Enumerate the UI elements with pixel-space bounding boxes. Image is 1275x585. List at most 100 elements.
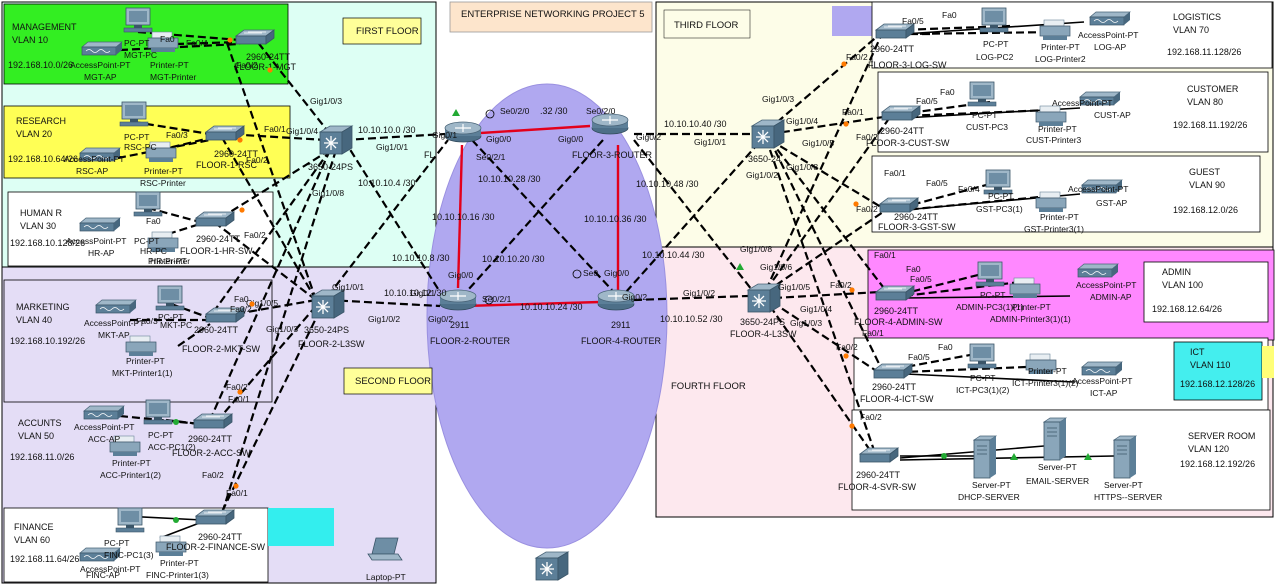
link-dot (173, 419, 179, 425)
floor-3-router-icon[interactable] (591, 113, 629, 135)
access-link (217, 305, 317, 421)
cust-pc-icon[interactable] (967, 81, 997, 107)
port-label: Fa0 (234, 294, 249, 304)
port-label: Fa0/3 (136, 316, 158, 326)
port-label: Gig1/0/8 (786, 162, 818, 172)
port-label: Fa0/1 (264, 124, 286, 134)
vlan-id: VLAN 90 (1189, 180, 1225, 190)
floor-1-hr-switch-icon[interactable] (195, 211, 235, 227)
port-label: Gig0/2 (636, 132, 661, 142)
port-label: Fa0/2 (230, 304, 252, 314)
l3-model-label: 3650-24PS (304, 325, 349, 335)
third-floor-tag (663, 9, 751, 39)
port-label: Gig1/0/2 (683, 288, 715, 298)
floor-3-cust-switch-icon[interactable] (881, 105, 921, 121)
clock-icon (572, 269, 582, 279)
floor-4-l3-switch-icon[interactable] (747, 283, 781, 313)
vlan-subnet: 192.168.10.64/26 (8, 154, 78, 164)
vlan-subnet: 192.168.11.128/26 (1167, 47, 1241, 57)
email-server-icon[interactable] (1043, 417, 1067, 461)
wan-subnet-label: 10.10.10.8 /30 (392, 253, 450, 263)
port-label: Fa0/5 (902, 16, 924, 26)
access-link (225, 132, 327, 142)
floor-2-acc-switch-icon[interactable] (193, 413, 233, 429)
floor-3-log-switch-icon[interactable] (875, 23, 915, 39)
device-link (899, 445, 1045, 459)
access-link (765, 209, 887, 293)
dhcp-server-icon[interactable] (973, 435, 997, 479)
port-label: Fa0 (906, 264, 921, 274)
device-name-label: ADMIN-AP (1090, 292, 1132, 302)
mkt-pc-icon[interactable] (155, 285, 185, 311)
device-link (901, 270, 991, 296)
link-dot (853, 201, 859, 207)
floor-4-svr-switch-icon[interactable] (859, 447, 899, 463)
wan-subnet-label: 10.10.10.16 /30 (432, 212, 495, 222)
l3-name-label: FLOOR-4-L3SW (730, 329, 797, 339)
link-dot (237, 389, 243, 395)
vlan-id: VLAN 100 (1162, 280, 1203, 290)
hr-pc-icon[interactable] (133, 191, 163, 217)
link-dot (233, 483, 239, 489)
device-type-label: PC-PT (988, 191, 1014, 201)
device-name-label: MKT-Printer1(1) (112, 368, 173, 378)
vlan-name: RESEARCH (16, 116, 66, 126)
port-label: Fa0/1 (226, 488, 248, 498)
switch-name-label: FLOOR-2-ACC-SW (172, 448, 251, 458)
mgt-pc-icon[interactable] (123, 7, 153, 33)
vlan-subnet: 192.168.12.0/26 (1173, 205, 1238, 215)
port-label: Fa0/2 (244, 230, 266, 240)
port-label: Gig1/0/1 (332, 282, 364, 292)
mgt-ap-icon[interactable] (81, 41, 123, 56)
port-label: Fa0/1 (874, 250, 896, 260)
port-label: Fa0/1 (862, 328, 884, 338)
device-type-label: PC-PT (124, 38, 150, 48)
device-name-label: HTTPS--SERVER (1094, 492, 1162, 502)
vlan-subnet: 192.168.11.64/26 (10, 554, 79, 564)
rsc-pc-icon[interactable] (119, 101, 149, 127)
admin-pc-icon[interactable] (975, 261, 1005, 287)
router-model-label: 2911 (611, 320, 630, 330)
floor-2-l3-switch-icon[interactable] (311, 289, 345, 319)
clock-icon (484, 295, 494, 305)
spare-l3-switch-icon[interactable] (535, 551, 569, 581)
access-link (213, 221, 317, 301)
vlan-id: VLAN 120 (1188, 444, 1229, 454)
floor-1-rsc-switch-icon[interactable] (205, 125, 245, 141)
finc-pc-icon[interactable] (115, 507, 145, 533)
core-area (426, 83, 668, 549)
acc-ap-icon[interactable] (83, 405, 125, 420)
floor-4-admin-switch-icon[interactable] (875, 285, 915, 301)
switch-model-label: 2960-24TT (246, 52, 291, 62)
port-label: Gig1/0/2 (746, 170, 778, 180)
device-type-label: AccessPoint-PT (70, 60, 130, 70)
floor-1-mgt-switch-icon[interactable] (235, 29, 275, 45)
port-label: Gig1/0/8 (740, 244, 772, 254)
ict-pc-icon[interactable] (967, 343, 997, 369)
switch-model-label: 2960-24TT (198, 532, 243, 542)
log-ap-icon[interactable] (1089, 11, 1131, 26)
floor-1-l3-switch-icon[interactable] (319, 125, 353, 155)
link-triangle (736, 263, 744, 270)
vlan-name: MARKETING (16, 302, 70, 312)
device-link (903, 295, 1071, 299)
purple-tag (832, 6, 872, 36)
https-server-icon[interactable] (1113, 435, 1137, 479)
vlan-name: HUMAN R (20, 208, 62, 218)
log-pc-icon[interactable] (979, 7, 1009, 33)
floor-3-gst-switch-icon[interactable] (879, 197, 919, 213)
floor-2-finance-switch-icon[interactable] (195, 509, 235, 525)
device-link (167, 222, 201, 236)
access-link (769, 139, 887, 211)
admin-ap-icon[interactable] (1077, 263, 1119, 278)
acc-pc-icon[interactable] (143, 399, 173, 425)
port-label: Gig1/0/3 (762, 94, 794, 104)
mkt-ap-icon[interactable] (95, 299, 137, 314)
wan-subnet-label: 10.10.10.0 /30 (358, 125, 416, 135)
floor-3-l3-switch-icon[interactable] (751, 119, 785, 149)
ict-ap-icon[interactable] (1081, 361, 1123, 376)
hr-ap-icon[interactable] (79, 217, 121, 232)
port-label: Fa0/5 (908, 352, 930, 362)
fourth-floor-tag (664, 372, 750, 400)
floor-4-ict-switch-icon[interactable] (873, 363, 913, 379)
